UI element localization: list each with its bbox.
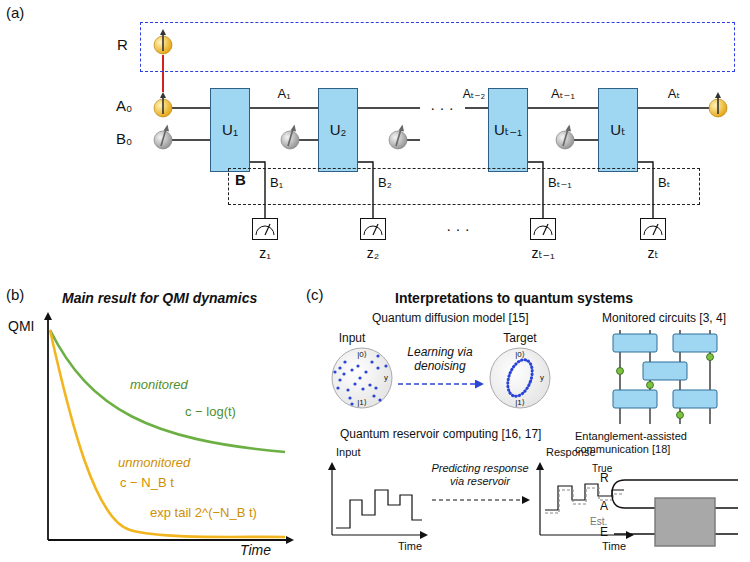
text-label: Monitored circuits [3, 4] (602, 312, 726, 326)
text-label: Quantum reservoir computing [16, 17] (340, 428, 541, 442)
text-label: c − log(t) (185, 405, 236, 420)
bloch-sphere-input (332, 348, 392, 408)
denoising-arrow (398, 383, 482, 385)
unitary-box: Uₜ (598, 88, 638, 172)
text-label: A₀ (116, 97, 132, 114)
brickwork-circuit (613, 330, 717, 424)
text-label: Bₜ (658, 176, 671, 191)
wire-connector (250, 107, 318, 108)
text-label: Time (240, 542, 271, 558)
region-label: B (235, 171, 246, 188)
axis-state-label: |1⟩ (357, 398, 367, 407)
text-label: B₁ (270, 176, 283, 191)
text-label: Time (602, 540, 626, 553)
region-label: R (117, 36, 128, 53)
text-label: c − N_B t (120, 476, 174, 491)
text-label: QMI (8, 318, 34, 334)
text-label: Target (503, 332, 536, 346)
text-label: (a) (6, 4, 24, 21)
wire-label: Aₜ₋₁ (549, 87, 577, 102)
unitary-box: U₂ (318, 88, 358, 172)
text-label: Main result for QMI dynamics (62, 290, 257, 306)
text-label: (c) (306, 286, 324, 303)
entanglement-link (162, 55, 164, 92)
bloch-sphere-target (490, 348, 550, 408)
text-label: R (600, 472, 609, 486)
axis-state-label: |0⟩ (357, 350, 367, 359)
unitary-box: Uₜ₋₁ (488, 88, 528, 172)
text-label: B₀ (116, 130, 132, 147)
text-label: · · · (430, 99, 453, 116)
text-label: (b) (6, 286, 24, 303)
text-label: · · · (446, 220, 469, 237)
text-label: Time (398, 540, 422, 553)
text-label: Quantum diffusion model [15] (372, 312, 529, 326)
text-label: E (600, 526, 608, 540)
text-label: exp tail 2^(−N_B t) (150, 506, 257, 521)
text-label: zₜ₋₁ (531, 245, 554, 261)
text-label: z₂ (367, 245, 379, 261)
axis-state-label: |1⟩ (515, 398, 525, 407)
axis-state-label: y (540, 373, 544, 382)
dashed-region: B (228, 168, 700, 205)
qmi-plot (48, 314, 292, 540)
box-label: Uₜ₋₁ (494, 121, 522, 138)
box-label: Uₜ (610, 121, 625, 138)
unitary-box: U₁ (210, 88, 250, 172)
text-label: Entanglement-assisted communication [18] (575, 430, 747, 455)
wire-label: A₁ (275, 87, 292, 102)
text-label: Learning via denoising (402, 346, 478, 374)
text-label: monitored (130, 378, 188, 393)
box-label: U₁ (222, 121, 238, 138)
text-label: Predicting response via reservoir (430, 462, 530, 487)
text-label: A (600, 500, 608, 514)
dashed-region: R (140, 22, 735, 72)
text-label: Aₜ (668, 87, 681, 102)
axis-state-label: y (384, 373, 388, 382)
text-label: Interpretations to quantum systems (395, 290, 633, 306)
wire-connector (528, 107, 598, 108)
text-label: Bₜ₋₁ (548, 176, 572, 191)
text-label: Input (336, 446, 360, 459)
communication-diagram (612, 480, 738, 546)
measurement-meters (253, 219, 666, 240)
text-label: B₂ (378, 176, 392, 191)
text-label: Aₜ₋₂ (463, 88, 486, 102)
text-label: zₜ (647, 245, 658, 261)
text-label: Input (339, 332, 366, 346)
text-label: z₁ (259, 245, 271, 261)
axis-state-label: |0⟩ (515, 350, 525, 359)
text-label: unmonitored (118, 456, 190, 471)
box-label: U₂ (330, 121, 347, 138)
